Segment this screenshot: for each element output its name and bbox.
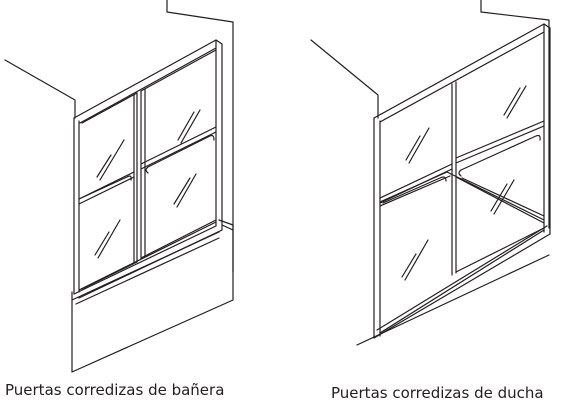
front-sliding-panel — [140, 49, 217, 260]
shower-doors-caption: Puertas corredizas de ducha — [331, 384, 544, 402]
glass-reflections — [401, 85, 527, 281]
bathtub — [71, 219, 234, 373]
glass-reflections — [94, 109, 201, 259]
bathtub-doors-caption: Puertas corredizas de bañera — [5, 381, 225, 399]
rear-sliding-panel — [78, 92, 138, 290]
room-walls — [310, 0, 550, 346]
front-sliding-panel — [455, 120, 545, 273]
door-frame — [373, 23, 551, 339]
door-frame — [73, 39, 223, 299]
bathtub-door-illustration — [4, 0, 234, 373]
shower-door-illustration — [310, 0, 551, 346]
rear-sliding-panel — [379, 81, 457, 276]
shower-base — [379, 171, 545, 224]
room-walls — [4, 0, 234, 273]
